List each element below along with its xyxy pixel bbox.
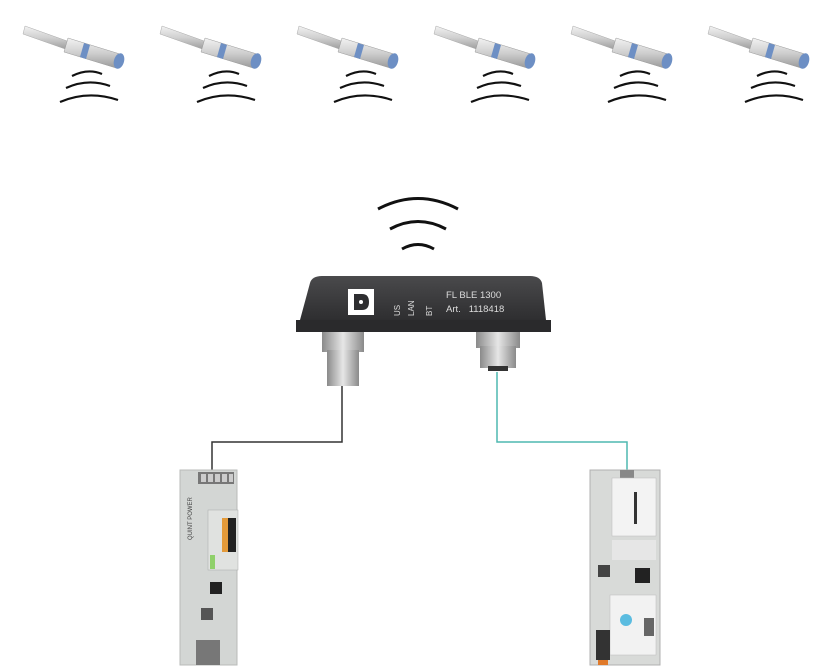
proximity-sensor-3 (295, 24, 402, 104)
model-label: FL BLE 1300 (446, 290, 501, 301)
proximity-sensor-5 (569, 24, 676, 104)
proximity-sensor-4 (432, 24, 539, 104)
power-supply: QUINT POWER (179, 469, 239, 666)
proximity-sensor-6 (706, 24, 813, 104)
ethernet-cable (496, 372, 628, 472)
proximity-sensor-1 (21, 24, 128, 104)
power-cable (211, 385, 343, 472)
proximity-sensor-2 (158, 24, 265, 104)
controller (589, 469, 661, 666)
brand-label: QUINT POWER (188, 496, 194, 540)
led-label-lan: LAN (407, 300, 416, 316)
led-label-us: US (393, 305, 402, 316)
led-label-bt: BT (425, 306, 434, 316)
wifi-signal-icon (377, 197, 459, 251)
ble-gateway: US LAN BT FL BLE 1300 Art. 1118418 (296, 276, 551, 386)
article-label: Art. 1118418 (446, 304, 504, 315)
